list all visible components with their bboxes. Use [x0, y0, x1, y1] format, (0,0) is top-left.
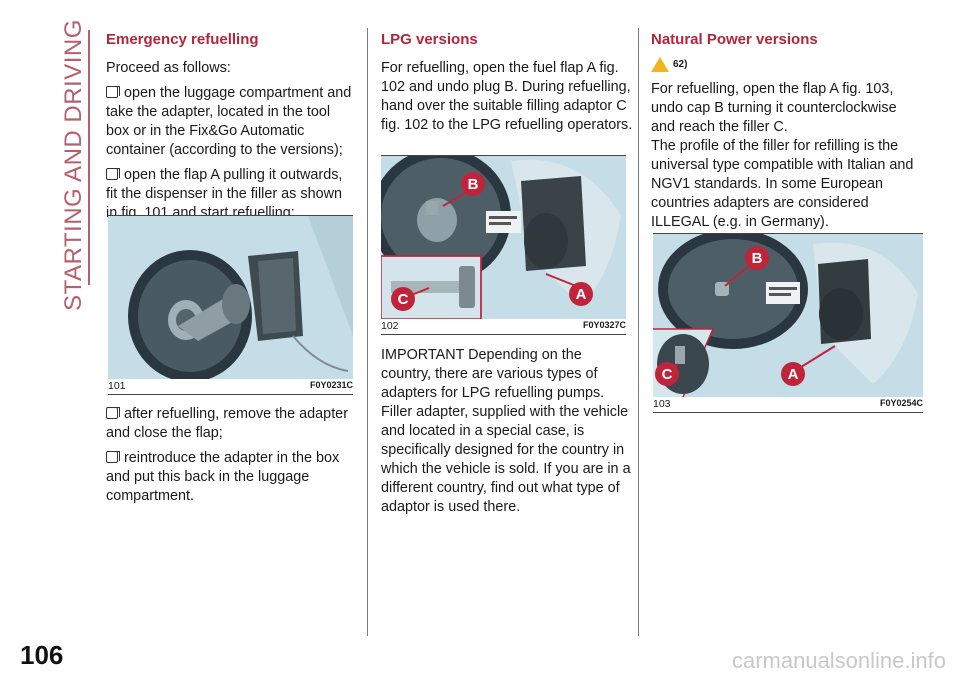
side-rule [88, 30, 90, 285]
heading-lpg-versions: LPG versions [381, 31, 478, 48]
column-lpg-versions-continued: IMPORTANT Depending on the country, ther… [381, 346, 633, 523]
callout-label-b: B [468, 176, 479, 193]
lpg-important-text: IMPORTANT Depending on the country, ther… [381, 347, 631, 515]
callout-label-a: A [788, 366, 799, 383]
figure-number: 103 [653, 398, 671, 410]
checkbox-bullet-icon [106, 451, 120, 463]
natural-power-text: For refuelling, open the flap A fig. 103… [651, 81, 897, 135]
figure-number: 102 [381, 320, 399, 332]
list-item: after refuelling, remove the adapter and… [106, 406, 348, 441]
checkbox-bullet-icon [106, 407, 120, 419]
figure-code: F0Y0327C [582, 320, 626, 330]
column-emergency-refuelling: Emergency refuelling Proceed as follows:… [106, 30, 356, 229]
checkbox-bullet-icon [106, 168, 120, 180]
heading-natural-power-versions: Natural Power versions [651, 31, 818, 48]
figure-102-caption: 102 F0Y0327C [381, 318, 626, 335]
figure-103-image: B A C [653, 233, 923, 397]
list-item: reintroduce the adapter in the box and p… [106, 450, 340, 504]
heading-emergency-refuelling: Emergency refuelling [106, 31, 259, 48]
watermark: carmanualsonline.info [731, 648, 946, 673]
figure-code: F0Y0254C [879, 398, 923, 408]
page-number: 106 [20, 640, 64, 670]
lpg-text: For refuelling, open the fuel flap A fig… [381, 60, 633, 133]
callout-label-a: A [576, 286, 587, 303]
column-divider [367, 28, 368, 636]
checkbox-bullet-icon [106, 86, 120, 98]
natural-power-profile-text: The profile of the filler for refilling … [651, 138, 914, 230]
column-divider [638, 28, 639, 636]
callout-label-b: B [752, 250, 763, 267]
figure-102-image: B A C [381, 155, 626, 319]
figure-code: F0Y0231C [309, 380, 353, 390]
column-lpg-versions: LPG versions For refuelling, open the fu… [381, 30, 633, 141]
warning-triangle-icon [651, 57, 669, 72]
column-natural-power-versions: Natural Power versions 62) For refuellin… [651, 30, 921, 238]
figure-101-image [108, 215, 353, 379]
intro-text: Proceed as follows: [106, 60, 231, 76]
column-emergency-refuelling-continued: after refuelling, remove the adapter and… [106, 405, 356, 512]
warning-reference: 62) [651, 55, 921, 74]
list-item: open the luggage compartment and take th… [106, 85, 352, 158]
section-side-title: STARTING AND DRIVING [60, 19, 87, 311]
figure-number: 101 [108, 380, 126, 392]
callout-label-c: C [398, 291, 409, 308]
figure-101-caption: 101 F0Y0231C [108, 378, 353, 395]
figure-103-caption: 103 F0Y0254C [653, 396, 923, 413]
callout-label-c: C [662, 366, 673, 383]
